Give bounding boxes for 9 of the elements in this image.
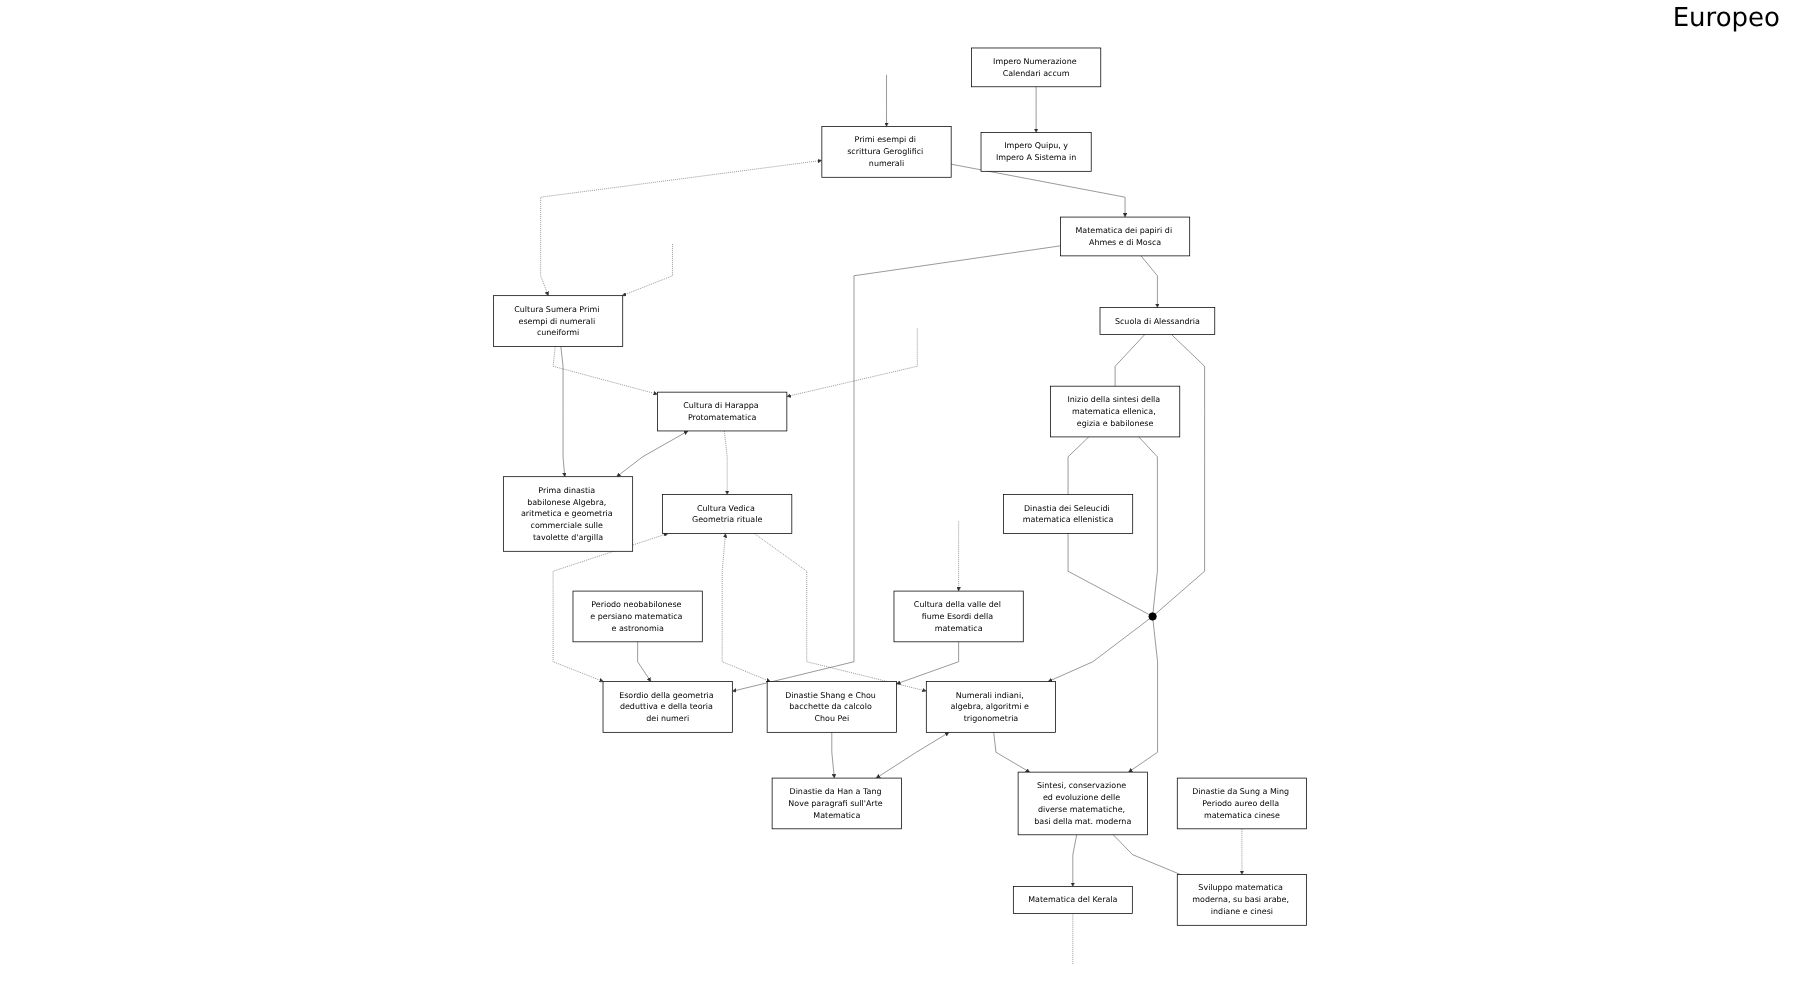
node-circle	[1148, 612, 1157, 621]
connector	[1114, 334, 1146, 387]
connector	[1155, 334, 1205, 615]
connector	[1067, 533, 1150, 615]
connector	[1138, 436, 1158, 613]
connector	[1067, 436, 1089, 495]
connector	[1113, 834, 1181, 875]
connector	[1072, 913, 1074, 966]
column-heading: Europeo	[1672, 4, 1780, 34]
